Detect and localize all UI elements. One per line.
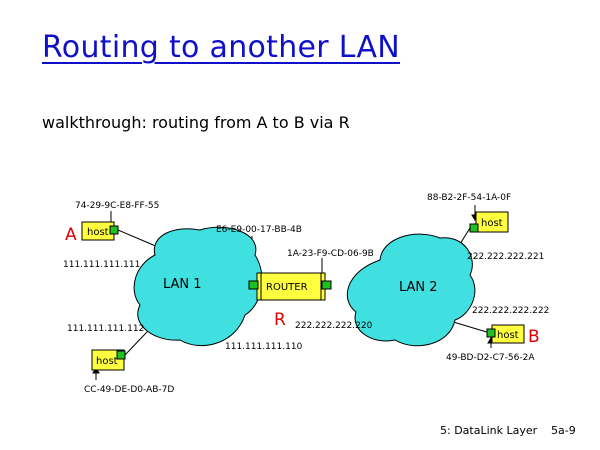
slide-title: Routing to another LAN xyxy=(42,30,401,65)
router-lan1-adapter xyxy=(248,280,259,290)
router-lan1-mac: E6-E9-00-17-BB-4B xyxy=(216,225,302,235)
lan2-cloud xyxy=(346,233,476,347)
host-b-box-label: host xyxy=(497,330,519,341)
lan2-label: LAN 2 xyxy=(399,280,438,295)
host-a-letter: A xyxy=(65,225,77,245)
host-b2-box xyxy=(475,211,509,233)
host-a2-box xyxy=(91,349,125,371)
host-b-letter: B xyxy=(528,327,540,347)
footer-slide-number: 5a-9 xyxy=(551,424,576,437)
lan1-label: LAN 1 xyxy=(163,277,202,292)
host-b2-box-label: host xyxy=(481,218,503,229)
router-letter: R xyxy=(274,310,286,330)
router-lan2-mac: 1A-23-F9-CD-06-9B xyxy=(287,249,374,259)
host-a2-adapter xyxy=(116,350,126,360)
host-a2-ip: 111.111.111.112 xyxy=(67,324,144,334)
host-b2-ip: 222.222.222.221 xyxy=(467,252,544,262)
router-box xyxy=(256,272,326,301)
host-a-mac: 74-29-9C-E8-FF-55 xyxy=(75,201,159,211)
host-b-mac: 49-BD-D2-C7-56-2A xyxy=(446,353,535,363)
router-lan1-ip: 111.111.111.110 xyxy=(225,342,303,352)
router-lan2-ip: 222.222.222.220 xyxy=(295,321,373,331)
host-a-box-label: host xyxy=(87,227,109,238)
host-a-adapter xyxy=(109,225,119,235)
host-b2-mac: 88-B2-2F-54-1A-0F xyxy=(427,193,511,203)
lan1-cloud xyxy=(133,226,263,347)
host-b2-adapter xyxy=(469,223,479,233)
host-b-adapter xyxy=(486,328,496,338)
host-a2-mac: CC-49-DE-D0-AB-7D xyxy=(84,385,174,395)
footer-chapter: 5: DataLink Layer xyxy=(440,424,538,437)
host-a2-box-label: host xyxy=(96,356,118,367)
router-lan2-adapter xyxy=(321,280,332,290)
router-box-label: ROUTER xyxy=(266,282,308,293)
host-b-ip: 222.222.222.222 xyxy=(472,306,549,316)
slide-subtitle: walkthrough: routing from A to B via R xyxy=(42,113,350,132)
host-a-ip: 111.111.111.111 xyxy=(63,260,140,270)
